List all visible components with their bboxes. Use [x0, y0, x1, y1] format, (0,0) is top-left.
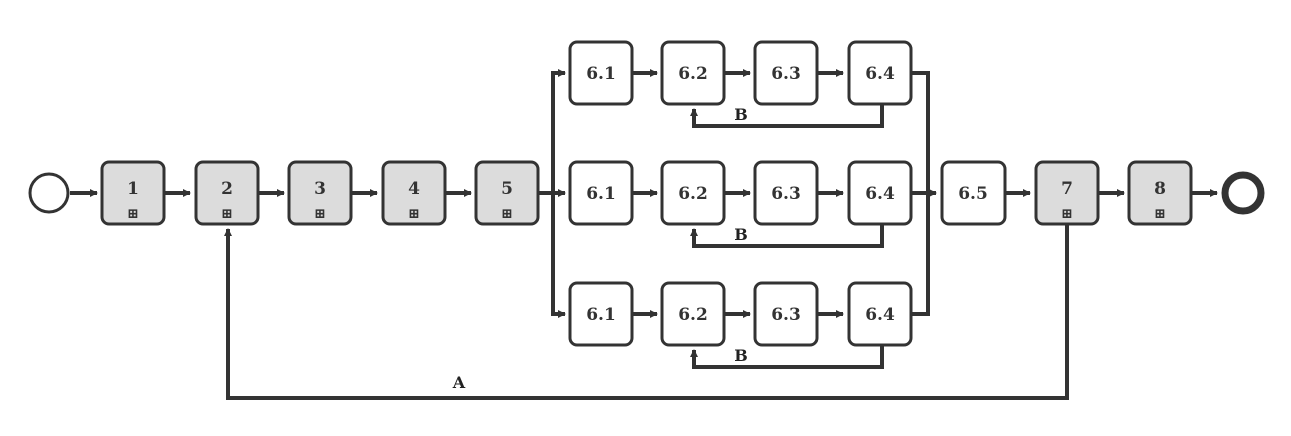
branch-3: 6.1 6.2 6.3 6.4 B [568, 281, 913, 365]
task-6-1-label: 6.1 [586, 305, 616, 325]
branch-1: 6.1 6.2 6.3 6.4 B [568, 40, 913, 124]
node-3: 3 ⊞ [287, 160, 353, 226]
task-6-2-label: 6.2 [678, 184, 708, 204]
branch-1-flows [632, 69, 884, 128]
loop-a-label: A [452, 373, 466, 392]
node-8: 8 ⊞ [1127, 160, 1193, 226]
task-6-1-label: 6.1 [586, 64, 616, 84]
task-6-5: 6.5 [940, 160, 1007, 226]
node-1: 1 ⊞ [100, 160, 166, 226]
subprocess-marker-icon: ⊞ [127, 206, 139, 222]
node-label: 2 [221, 179, 233, 199]
node-label: 3 [314, 179, 326, 199]
connectors [70, 69, 1218, 400]
node-label: 4 [408, 179, 420, 199]
start-event-icon [28, 172, 70, 214]
node-2: 2 ⊞ [194, 160, 260, 226]
task-6-3-label: 6.3 [771, 64, 801, 84]
task-6-1-label: 6.1 [586, 184, 616, 204]
subprocess-marker-icon: ⊞ [1061, 206, 1073, 222]
loop-b-label: B [734, 225, 748, 244]
subprocess-marker-icon: ⊞ [1154, 206, 1166, 222]
task-6-2-label: 6.2 [678, 64, 708, 84]
task-6-3-label: 6.3 [771, 184, 801, 204]
subprocess-marker-icon: ⊞ [314, 206, 326, 222]
task-6-3-label: 6.3 [771, 305, 801, 325]
flow-5-to-branch-3 [538, 191, 566, 318]
loop-b-branch-2 [690, 224, 884, 248]
node-label: 7 [1061, 179, 1073, 199]
loop-b-branch-3 [690, 345, 884, 369]
end-event-icon [1221, 171, 1265, 215]
flow-5-to-branch-1 [538, 69, 566, 195]
subprocess-marker-icon: ⊞ [501, 206, 513, 222]
task-6-2-label: 6.2 [678, 305, 708, 325]
task-label: 6.5 [958, 184, 988, 204]
branch-2-flows [632, 189, 884, 248]
loop-b-branch-1 [690, 104, 884, 128]
node-5: 5 ⊞ [474, 160, 540, 226]
node-4: 4 ⊞ [381, 160, 447, 226]
node-7: 7 ⊞ [1034, 160, 1100, 226]
task-6-4-label: 6.4 [865, 64, 895, 84]
task-6-4-label: 6.4 [865, 305, 895, 325]
node-label: 8 [1154, 179, 1166, 199]
subprocess-marker-icon: ⊞ [408, 206, 420, 222]
subprocess-marker-icon: ⊞ [221, 206, 233, 222]
task-6-4-label: 6.4 [865, 184, 895, 204]
loop-b-label: B [734, 346, 748, 365]
branch-3-flows [632, 310, 884, 369]
node-label: 5 [501, 179, 513, 199]
branch-2: 6.1 6.2 6.3 6.4 B [568, 160, 913, 244]
loop-a [224, 224, 1069, 400]
node-label: 1 [127, 179, 139, 199]
loop-b-label: B [734, 105, 748, 124]
